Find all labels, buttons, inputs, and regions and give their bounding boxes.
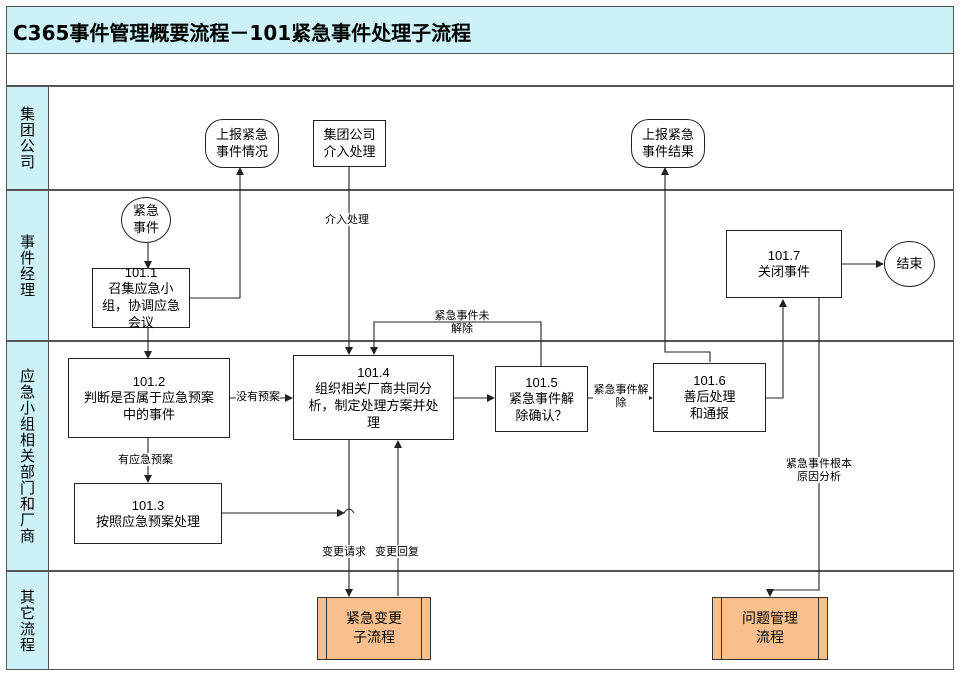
report-situation-node: 上报紧急事件情况 [205,119,279,168]
node-101-2: 101.2 判断是否属于应急预案中的事件 [68,358,230,438]
sub-change-text: 紧急变更子流程 [346,610,402,646]
sub-problem-node: 问题管理流程 [712,597,828,660]
node-101-6: 101.6 善后处理和通报 [653,363,766,432]
title-bar: C365事件管理概要流程－101紧急事件处理子流程 [6,6,954,54]
lane-team-text: 应急小组相关部门和厂商 [18,368,36,544]
edge-label-intervene: 介入处理 [325,213,369,226]
edge-101-6-to-report-result [661,167,711,362]
end-text: 结束 [896,256,923,272]
node-101-3-number: 101.3 [131,497,165,513]
edge-root-cause [766,298,820,597]
node-101-1-text: 召集应急小组，协调应急会议 [101,282,180,331]
edge-not-resolved [370,321,542,366]
node-101-5-number: 101.5 [525,374,558,390]
edge-label-resolved: 紧急事件解除 [593,383,649,409]
lane-label-manager: 事件经理 [6,190,49,341]
group-intervene-text: 集团公司介入处理 [323,127,376,160]
report-situation-text: 上报紧急事件情况 [215,127,268,160]
blank-header-row [6,54,954,86]
edge-101-1-to-report-situation [190,167,244,299]
report-result-text: 上报紧急事件结果 [641,127,694,160]
node-101-4-text: 组织相关厂商共同分析，制定处理方案并处理 [308,381,439,431]
node-101-7-text: 关闭事件 [757,265,810,280]
edge-label-not-resolved: 紧急事件未解除 [434,309,490,335]
edge-101-6-to-101-7 [766,299,787,399]
sub-problem-text: 问题管理流程 [742,610,798,646]
edge-label-has-plan: 有应急预案 [118,453,173,466]
node-101-2-text: 判断是否属于应急预案中的事件 [83,390,214,423]
lane-group-text: 集团公司 [18,106,36,170]
edge-label-change-request: 变更请求 [322,545,366,558]
node-101-2-number: 101.2 [132,373,166,389]
edge-label-no-plan: 没有预案 [236,390,280,403]
report-result-node: 上报紧急事件结果 [631,119,705,168]
start-node: 紧急事件 [121,197,171,243]
node-101-6-text: 善后处理和通报 [683,390,736,422]
lane-manager [49,190,954,341]
lane-other-text: 其它流程 [18,588,36,653]
node-101-3-text: 按照应急预案处理 [95,514,200,530]
lane-label-team: 应急小组相关部门和厂商 [6,341,49,571]
node-101-5-text: 紧急事件解除确认？ [508,391,574,424]
page-title: C365事件管理概要流程－101紧急事件处理子流程 [13,21,472,45]
node-101-4: 101.4 组织相关厂商共同分析，制定处理方案并处理 [293,355,454,440]
sub-change-node: 紧急变更子流程 [317,597,431,660]
node-101-1-number: 101.1 [124,265,158,280]
lane-other [49,571,954,670]
lane-group [49,86,954,190]
node-101-3: 101.3 按照应急预案处理 [74,483,222,544]
node-101-7: 101.7 关闭事件 [726,230,842,298]
node-101-1: 101.1 召集应急小组，协调应急会议 [92,265,190,331]
edge-label-change-reply: 变更回复 [375,545,419,558]
lane-manager-text: 事件经理 [18,233,36,298]
group-intervene-node: 集团公司介入处理 [313,120,386,167]
edge-label-root-cause: 紧急事件根本原因分析 [786,457,852,483]
node-101-7-number: 101.7 [767,248,801,263]
node-101-5: 101.5 紧急事件解除确认？ [495,366,588,432]
start-text: 紧急事件 [132,204,159,236]
lane-label-group: 集团公司 [6,86,49,190]
node-101-6-number: 101.6 [693,373,726,388]
node-101-4-number: 101.4 [357,364,390,380]
lane-team [49,341,954,571]
lane-label-other: 其它流程 [6,571,49,670]
end-node: 结束 [884,241,935,287]
